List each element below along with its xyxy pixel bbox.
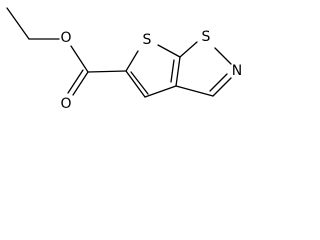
bond-c3a-c6a-double-a <box>175 56 181 87</box>
bond-n-c3-double-a <box>212 77 232 97</box>
thiophene-sulfur-label: S <box>143 32 152 48</box>
bond-ester-oxygen-carbonyl-carbon <box>70 45 89 73</box>
bond-s1-c6a <box>157 44 181 58</box>
chemical-structure: O O S S N <box>6 7 242 112</box>
bond-c5-s1 <box>125 50 139 72</box>
isothiazole-nitrogen-label: N <box>232 63 242 79</box>
bond-methyl-methylene <box>6 7 30 40</box>
bond-c4-c3a <box>144 85 177 98</box>
bond-c3a-c6a-double-b <box>170 59 175 83</box>
bond-carbonyl-double-a <box>72 71 89 96</box>
bond-c5-c4-double-b <box>130 71 149 95</box>
bond-c5-c4-double-a <box>125 70 146 98</box>
bond-c3-c3a <box>175 85 214 97</box>
bond-n-c3-double-b <box>209 73 228 92</box>
isothiazole-sulfur-label: S <box>202 29 211 45</box>
bond-carbonyl-double-b <box>67 69 84 94</box>
carbonyl-oxygen-label: O <box>60 96 71 112</box>
bond-c6a-s2 <box>179 41 198 58</box>
bond-carbonyl-carbon-ring <box>87 70 127 73</box>
bond-s2-n <box>214 47 232 65</box>
ester-oxygen-label: O <box>60 30 71 46</box>
